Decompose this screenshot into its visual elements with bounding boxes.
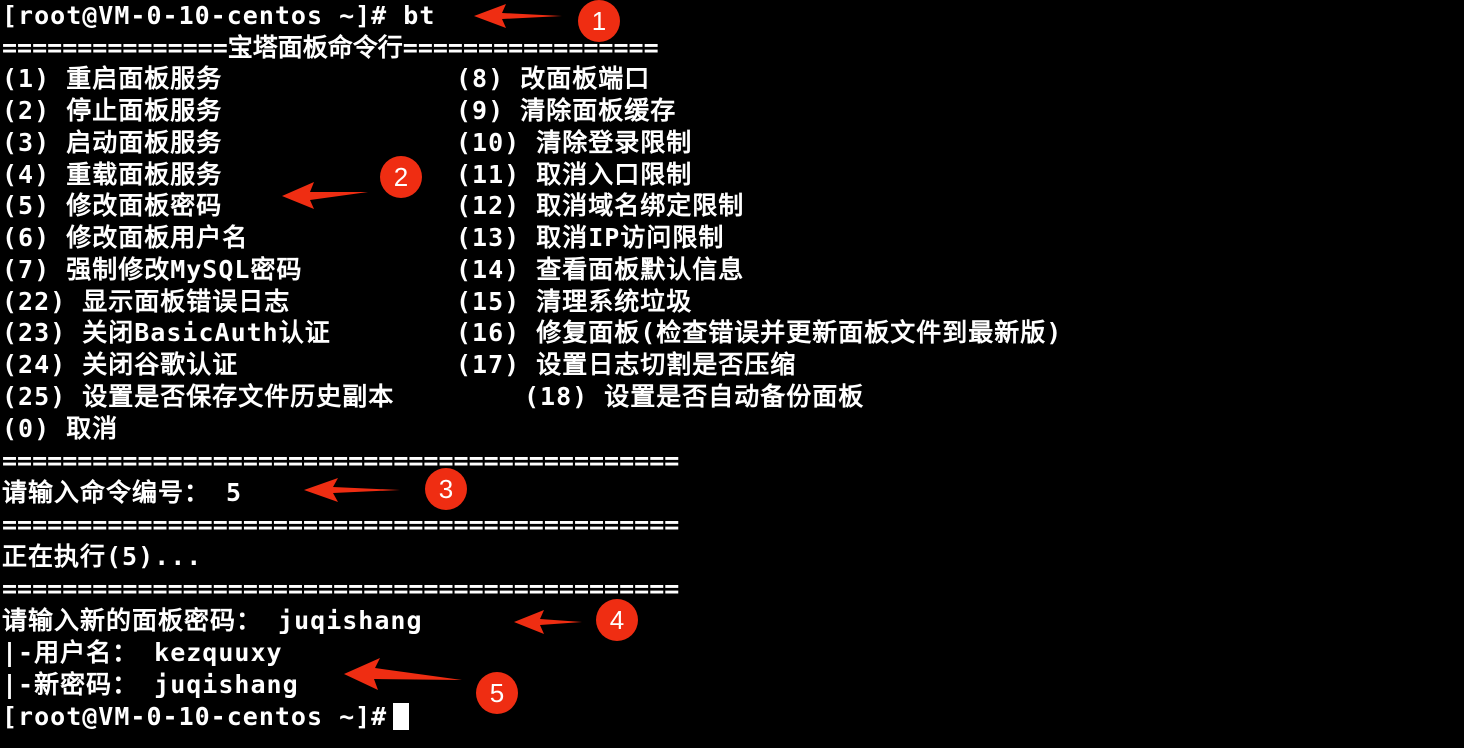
username-line: |-用户名： kezquuxy <box>2 638 283 667</box>
menu-item-17: (17) 设置日志切割是否压缩 <box>456 350 797 379</box>
menu-item-4: (4) 重载面板服务 <box>2 160 223 189</box>
annotation-arrow-2 <box>282 182 368 209</box>
annotation-badge-4: 4 <box>596 599 638 641</box>
separator-3: ========================================… <box>2 574 680 603</box>
menu-item-1: (1) 重启面板服务 <box>2 64 223 93</box>
new-password-line: |-新密码： juqishang <box>2 670 299 699</box>
menu-item-7: (7) 强制修改MySQL密码 <box>2 255 303 284</box>
final-prompt: [root@VM-0-10-centos ~]# <box>2 702 388 731</box>
prompt-command-line: [root@VM-0-10-centos ~]# bt <box>2 1 436 30</box>
executing-line: 正在执行(5)... <box>2 542 203 571</box>
menu-item-16: (16) 修复面板(检查错误并更新面板文件到最新版) <box>456 318 1063 347</box>
text-cursor <box>393 703 410 730</box>
menu-item-0: (0) 取消 <box>2 414 119 443</box>
menu-item-24: (24) 关闭谷歌认证 <box>2 350 239 379</box>
new-password-prompt: 请输入新的面板密码： juqishang <box>2 606 423 635</box>
menu-item-5: (5) 修改面板密码 <box>2 191 223 220</box>
separator-1: ========================================… <box>2 446 680 475</box>
annotation-arrow-4 <box>514 610 582 634</box>
annotation-badge-1: 1 <box>578 0 620 42</box>
menu-item-15: (15) 清理系统垃圾 <box>456 287 693 316</box>
menu-item-2: (2) 停止面板服务 <box>2 96 223 125</box>
final-prompt-line[interactable]: [root@VM-0-10-centos ~]# <box>2 701 410 733</box>
annotation-badge-5: 5 <box>476 672 518 714</box>
menu-item-10: (10) 清除登录限制 <box>456 128 693 157</box>
menu-item-25: (25) 设置是否保存文件历史副本 <box>2 382 395 411</box>
menu-item-3: (3) 启动面板服务 <box>2 128 223 157</box>
menu-item-8: (8) 改面板端口 <box>456 64 651 93</box>
menu-item-13: (13) 取消IP访问限制 <box>456 223 725 252</box>
menu-header: ===============宝塔面板命令行================= <box>2 33 659 62</box>
menu-item-23: (23) 关闭BasicAuth认证 <box>2 318 331 347</box>
menu-item-6: (6) 修改面板用户名 <box>2 223 249 252</box>
annotation-badge-3: 3 <box>425 468 467 510</box>
annotation-arrow-1 <box>474 4 562 28</box>
annotation-arrow-5 <box>344 658 462 690</box>
menu-item-9: (9) 清除面板缓存 <box>456 96 677 125</box>
menu-item-18: (18) 设置是否自动备份面板 <box>524 382 865 411</box>
menu-item-11: (11) 取消入口限制 <box>456 160 693 189</box>
menu-item-22: (22) 显示面板错误日志 <box>2 287 291 316</box>
separator-2: ========================================… <box>2 510 680 539</box>
menu-item-12: (12) 取消域名绑定限制 <box>456 191 745 220</box>
annotation-arrow-3 <box>304 478 400 502</box>
command-number-prompt: 请输入命令编号： 5 <box>2 478 243 507</box>
menu-item-14: (14) 查看面板默认信息 <box>456 255 745 284</box>
annotation-badge-2: 2 <box>380 156 422 198</box>
